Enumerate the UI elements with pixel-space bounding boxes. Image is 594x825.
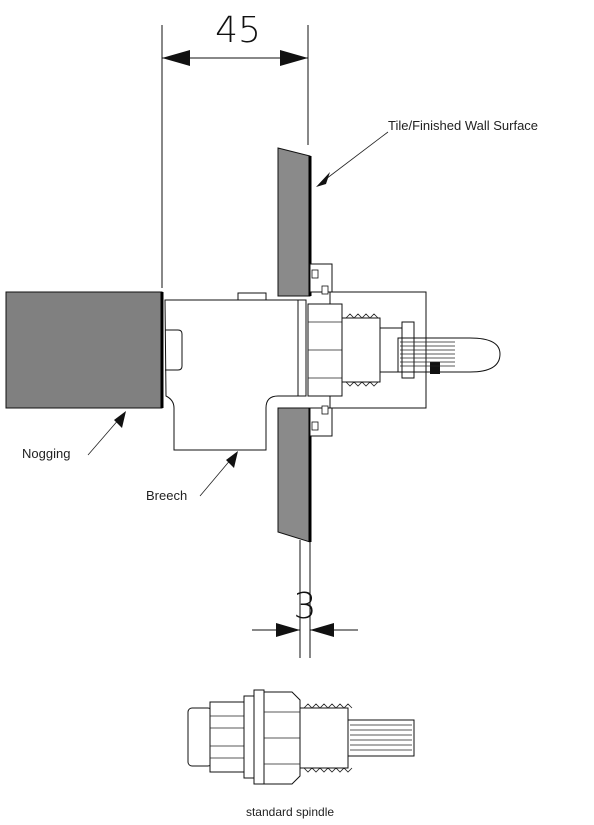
standard-spindle-detail: standard spindle [187, 689, 415, 819]
label-nogging: Nogging [22, 411, 126, 461]
breech-flange [297, 299, 307, 397]
dimension-45: 45 [161, 10, 309, 288]
breech-leader [199, 457, 233, 497]
spindle-detail-thread-top [303, 703, 353, 709]
dim-value-45: 45 [215, 10, 261, 51]
nogging-label: Nogging [22, 446, 70, 461]
thread-top [345, 313, 379, 319]
oring-top-1 [311, 269, 319, 279]
dim-arrow-left-icon [162, 50, 190, 66]
spindle-detail-thread-bottom [303, 767, 353, 773]
breech-body [164, 292, 307, 451]
nogging [5, 291, 164, 409]
nogging-leader [87, 417, 121, 456]
dim-arrow-right-icon [280, 50, 308, 66]
spindle-detail-thread [300, 707, 349, 769]
label-breech: Breech [146, 451, 238, 503]
dim3-arrow-left-icon [276, 623, 300, 637]
thread-shank [341, 317, 381, 383]
spindle-label: standard spindle [246, 805, 334, 819]
grub-screw-icon [430, 362, 440, 374]
breech-lug [237, 292, 267, 301]
spindle-detail-spline-lines [350, 724, 412, 751]
spindle-detail-washer [253, 689, 265, 785]
wall-surface-arrow-icon [316, 172, 330, 187]
thread-bottom [345, 381, 379, 387]
spline-lines [400, 341, 455, 367]
spindle-detail-flange [243, 695, 255, 779]
breech-arrow-icon [226, 451, 238, 468]
oring-top-2 [321, 285, 329, 295]
spindle-detail-body [209, 701, 245, 773]
tile-wall [277, 147, 312, 543]
spindle-detail-cap [187, 707, 213, 767]
wall-surface-leader [321, 131, 389, 183]
oring-bottom-2 [321, 405, 329, 415]
dim3-arrow-right-icon [310, 623, 334, 637]
cartridge-assembly [307, 263, 501, 437]
nogging-arrow-icon [114, 411, 126, 428]
breech-label: Breech [146, 488, 187, 503]
oring-bottom-1 [311, 421, 319, 431]
breech-outline [164, 299, 301, 451]
tile-upper [277, 147, 311, 297]
wall-surface-label: Tile/Finished Wall Surface [388, 118, 538, 133]
dimension-3: 3 [252, 540, 358, 658]
nogging-block [5, 291, 163, 409]
tile-lower [277, 407, 311, 543]
breech-side-boss [165, 329, 183, 371]
dim-value-3: 3 [294, 586, 317, 627]
spindle-detail-hex [263, 691, 301, 785]
spindle-cap [397, 337, 501, 373]
label-wall-surface: Tile/Finished Wall Surface [316, 118, 538, 187]
spindle-detail-spline [347, 719, 415, 757]
